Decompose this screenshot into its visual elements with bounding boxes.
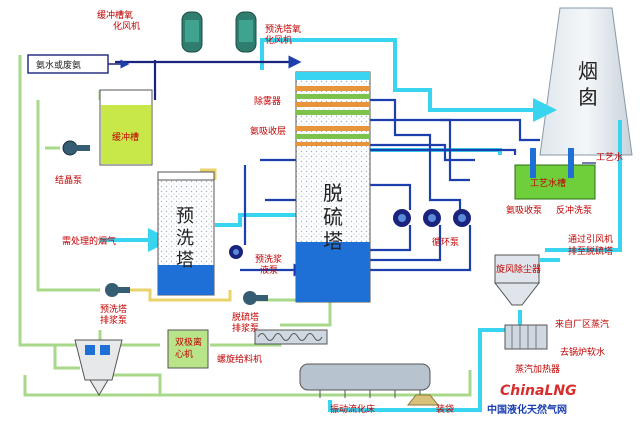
desulf-tower-label-2: 硫 [323, 205, 343, 229]
buffer-tank: 缓冲槽 [99, 89, 153, 166]
desulf-tower: 脱 硫 塔 [295, 71, 371, 303]
buffer-fan-label-2: 化风机 [113, 20, 140, 32]
cyclone-separator: 旋风除尘器 通过引风机 排至脱硫塔 [493, 233, 613, 306]
centrifuge-label-1: 双极离 [175, 336, 202, 348]
demister-label: 除雾器 [254, 95, 281, 107]
steam-in-label: 来自厂区蒸汽 [555, 318, 609, 330]
demister-layers [296, 86, 370, 115]
absorption-layers [296, 126, 370, 146]
prewash-pump-label-1: 预洗浆 [255, 253, 282, 265]
vib-bed-label: 振动流化床 [330, 403, 375, 415]
prewash-discharge-label-1: 预洗塔 [100, 303, 127, 315]
circ-pump-2 [423, 209, 441, 227]
steam-heater-label: 蒸汽加热器 [515, 363, 560, 375]
crystal-pump: 结晶泵 [55, 140, 90, 186]
prewash-pump-label-2: 液泵 [260, 264, 278, 276]
circ-pump-label: 循环泵 [432, 236, 459, 248]
ammonia-absorb-label: 氨吸收层 [250, 125, 286, 137]
prewash-slurry-pump: 预洗浆 液泵 [229, 245, 282, 276]
prewash-tower-label-3: 塔 [176, 250, 194, 271]
crystal-pump-label: 结晶泵 [55, 174, 82, 186]
packaging: 装袋 [406, 394, 454, 415]
chimney: 烟 囱 [539, 7, 633, 156]
vibrating-bed: 振动流化床 [299, 363, 431, 415]
process-water-label: 工艺水 [596, 151, 623, 163]
circ-pump-1 [393, 209, 411, 227]
circ-pump-3 [453, 209, 471, 227]
desulf-discharge-label-2: 排浆泵 [232, 322, 259, 334]
process-tank-label: 工艺水槽 [530, 177, 566, 189]
screw-feeder-label: 螺旋给料机 [217, 353, 262, 365]
prewash-fan-label-1: 预洗塔氧 [265, 23, 301, 35]
buffer-tank-label: 缓冲槽 [112, 131, 139, 143]
packaging-label: 装袋 [436, 403, 454, 415]
prewash-tower-label-1: 预 [176, 206, 194, 227]
ammonia-input: 氨水或废氨 [27, 54, 130, 74]
buffer-fan [181, 11, 203, 53]
chimney-label-2: 囱 [578, 85, 598, 109]
desulf-discharge-pump: 脱硫塔 排浆泵 [232, 291, 268, 334]
crystal-hopper [74, 339, 123, 396]
centrifuge-label-2: 心机 [175, 348, 193, 360]
ammonia-input-label: 氨水或废氨 [36, 59, 81, 71]
prewash-discharge-label-2: 排浆泵 [100, 314, 127, 326]
cyclone-label: 旋风除尘器 [496, 263, 541, 275]
process-water-tank: 工艺水槽 工艺水 [514, 148, 623, 200]
circulation-pumps: 循环泵 [393, 209, 471, 248]
prewash-tower: 预 洗 塔 [157, 171, 215, 296]
buffer-fan-label-1: 缓冲槽氧 [97, 9, 133, 21]
prewash-fan-label-2: 化风机 [265, 34, 292, 46]
watermark-subtitle: 中国液化天然气网 [487, 403, 567, 416]
boiler-water-label: 去锅炉软水 [560, 346, 605, 358]
flue-gas-label: 需处理的烟气 [62, 235, 116, 247]
desulf-tower-label-1: 脱 [323, 181, 343, 205]
prewash-tower-label-2: 洗 [176, 228, 194, 249]
liquid-pipes [115, 55, 540, 277]
oxidation-fans: 缓冲槽氧 化风机 预洗塔氧 化风机 [97, 9, 301, 53]
prewash-fan [235, 11, 257, 53]
steam-heater: 来自厂区蒸汽 去锅炉软水 蒸汽加热器 [504, 318, 609, 375]
screw-feeder: 螺旋给料机 [217, 329, 328, 365]
prewash-discharge-pump: 预洗塔 排浆泵 [100, 283, 130, 326]
backwash-pump-label: 反冲洗泵 [556, 204, 592, 216]
desulf-tower-label-3: 塔 [323, 229, 343, 253]
centrifuge: 双极离 心机 [167, 329, 209, 369]
induced-fan-label-1: 通过引风机 [568, 233, 613, 245]
ammonia-pump-label: 氨吸收泵 [506, 204, 542, 216]
watermark: ChinaLNG 中国液化天然气网 [487, 383, 577, 416]
watermark-brand: ChinaLNG [500, 383, 577, 399]
chimney-label-1: 烟 [578, 59, 598, 83]
induced-fan-label-2: 排至脱硫塔 [568, 245, 613, 257]
desulf-discharge-label-1: 脱硫塔 [232, 311, 259, 323]
